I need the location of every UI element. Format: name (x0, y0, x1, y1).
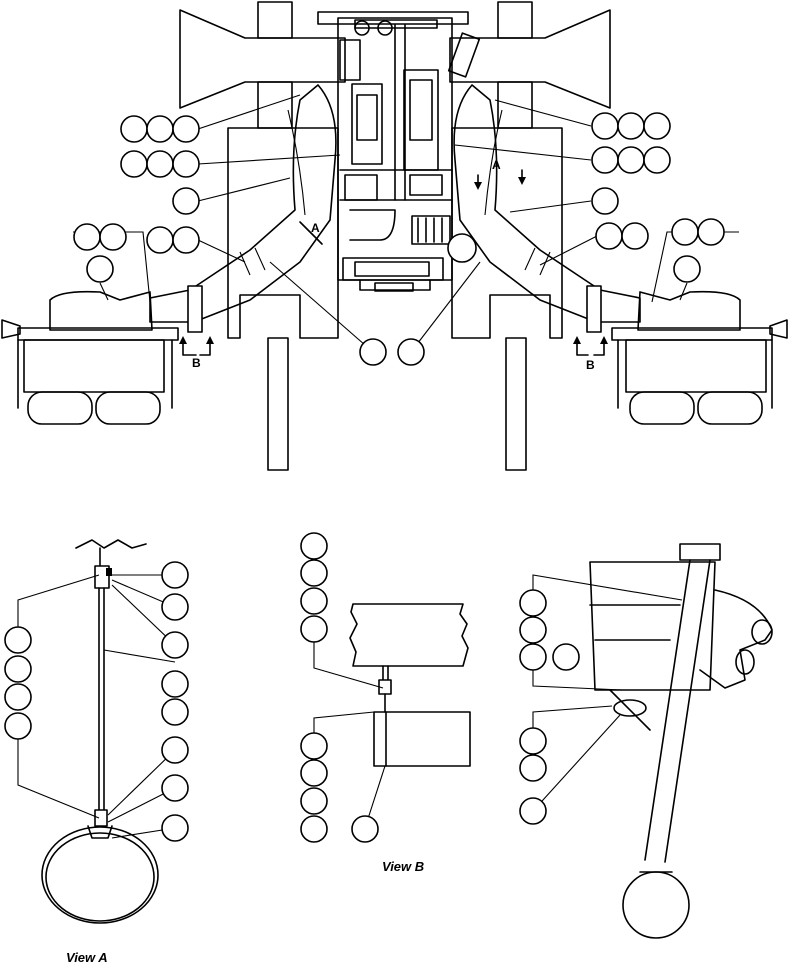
callout-circle (300, 759, 328, 787)
detail-view (519, 543, 773, 939)
callout-circle (519, 797, 547, 825)
callout-circle (161, 631, 189, 659)
callout-circle (671, 218, 699, 246)
callout-circle (643, 146, 671, 174)
callout-circle (591, 187, 619, 215)
callout-circle (120, 150, 148, 178)
ball-end (622, 871, 690, 939)
muffler-body (373, 711, 471, 767)
callout-circle (697, 218, 725, 246)
left-head (179, 9, 346, 109)
view-b-label: View B (382, 859, 424, 874)
callout-circle (161, 670, 189, 698)
callout-circle (351, 815, 379, 843)
callout-circle (146, 226, 174, 254)
callout-circle (397, 338, 425, 366)
marker-a-right: A (492, 158, 501, 172)
callout-circle (86, 255, 114, 283)
callout-circle (617, 146, 645, 174)
callout-circle (172, 150, 200, 178)
clamp-band (41, 826, 159, 924)
marker-b-left: B (192, 356, 201, 370)
main-assembly: B B A A (1, 1, 788, 471)
callout-circle (4, 655, 32, 683)
callout-circle (172, 187, 200, 215)
callout-circle (4, 683, 32, 711)
callout-circle (120, 115, 148, 143)
view-b: View B (300, 532, 471, 874)
callout-circle (519, 589, 547, 617)
callout-circle (161, 698, 189, 726)
callout-circle (591, 146, 619, 174)
callout-circle (146, 115, 174, 143)
marker-b-right: B (586, 358, 595, 372)
callout-circle (73, 223, 101, 251)
callout-circle (172, 115, 200, 143)
callout-circle (300, 815, 328, 843)
callout-circle (300, 587, 328, 615)
callout-circle (161, 561, 189, 589)
callout-circle (595, 222, 623, 250)
callout-circle (519, 616, 547, 644)
callout-circle (4, 712, 32, 740)
callout-circle (519, 727, 547, 755)
callout-circle (552, 643, 580, 671)
callout-circle (172, 226, 200, 254)
callout-circle (643, 112, 671, 140)
callout-circle (99, 223, 127, 251)
callout-circle (617, 112, 645, 140)
right-exhaust-pipe (453, 84, 641, 323)
callout-circle (161, 736, 189, 764)
callout-circle (519, 754, 547, 782)
callout-circle (161, 593, 189, 621)
callout-circle (300, 532, 328, 560)
callout-circle (4, 626, 32, 654)
view-a: View A (4, 539, 189, 963)
view-a-label: View A (66, 950, 108, 963)
callout-circle (300, 615, 328, 643)
callout-circle (621, 222, 649, 250)
left-exhaust-pipe (149, 84, 337, 323)
callout-circle (300, 732, 328, 760)
marker-a-left: A (311, 221, 320, 235)
callout-circle (300, 559, 328, 587)
callout-circle (161, 814, 189, 842)
callout-circle (591, 112, 619, 140)
callout-circle (673, 255, 701, 283)
right-head (449, 9, 611, 109)
callout-circle (146, 150, 174, 178)
callout-circle (300, 787, 328, 815)
callout-circle (519, 643, 547, 671)
callout-circle (161, 774, 189, 802)
callout-circle (359, 338, 387, 366)
callouts-main (73, 112, 725, 366)
